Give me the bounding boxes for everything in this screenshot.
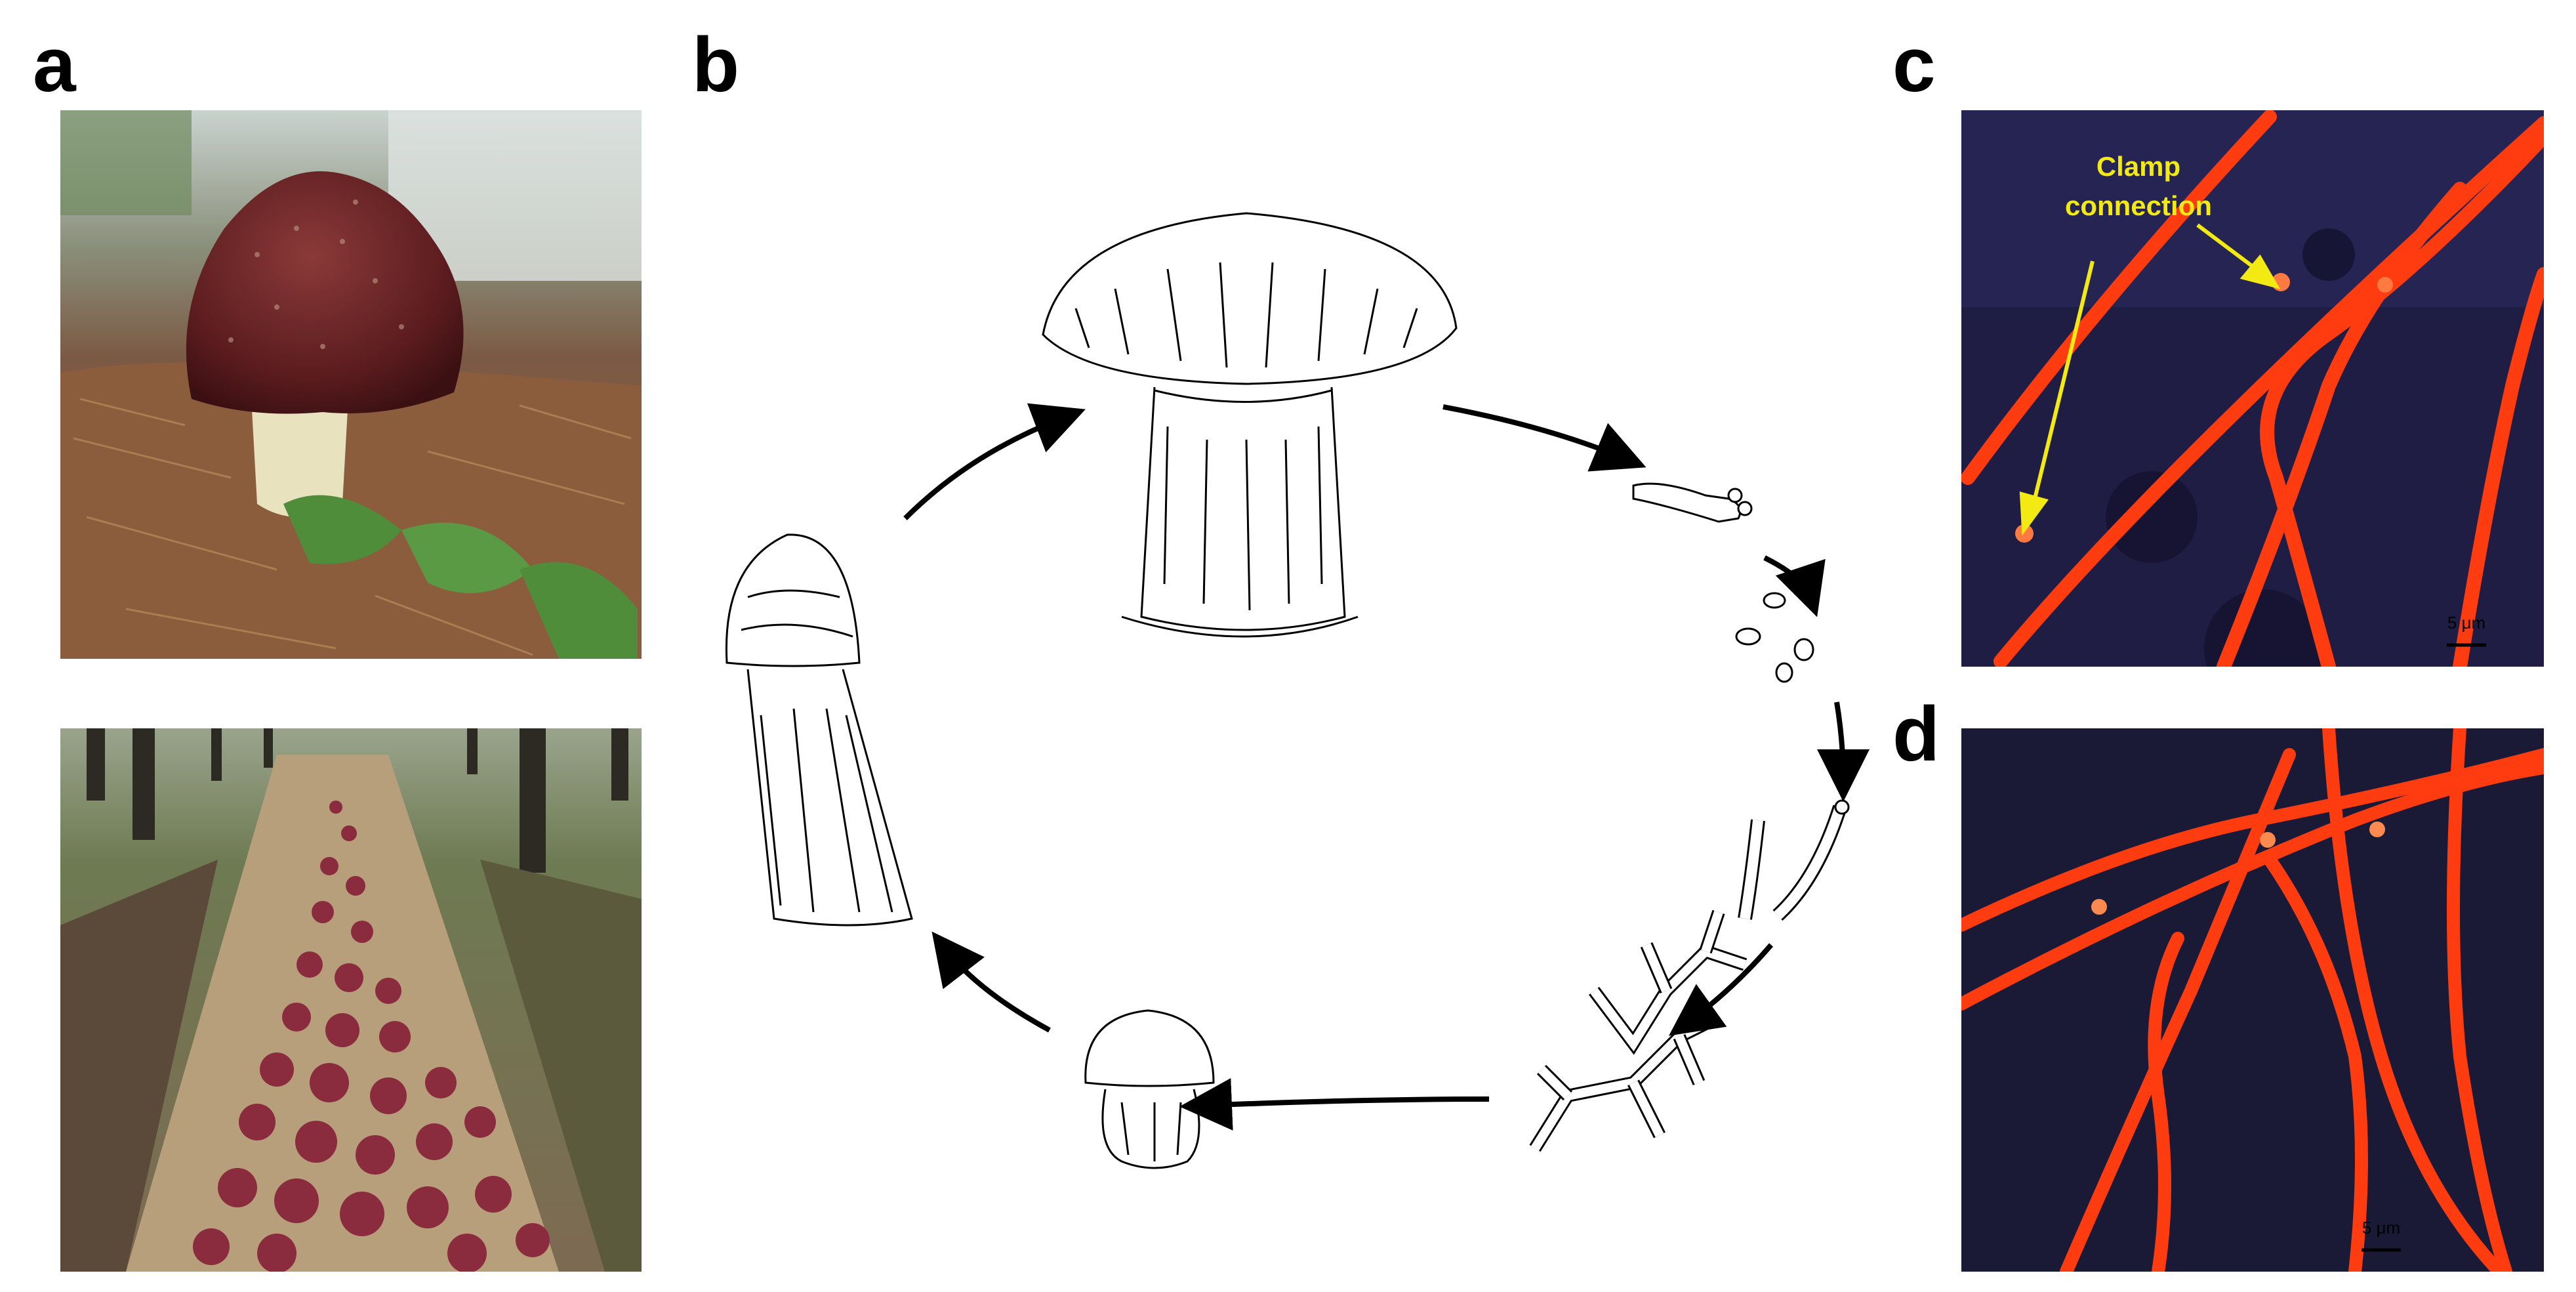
germinating-spores-drawing <box>1738 799 1850 921</box>
panel-letter-a: a <box>33 22 76 108</box>
button-mushroom-drawing <box>1084 1009 1215 1169</box>
annotation-connection: connection <box>2065 190 2212 221</box>
panel-letter-d: d <box>1892 691 1940 778</box>
mycelium-drawing <box>1529 909 1748 1152</box>
elongated-mushroom-drawing <box>725 533 913 927</box>
panel-letter-b: b <box>692 22 740 108</box>
basidium-drawing <box>1632 482 1753 523</box>
life-cycle-diagram <box>725 212 1870 1169</box>
cycle-arrows <box>903 403 1870 1131</box>
panel-letter-c: c <box>1892 22 1936 108</box>
micrograph-hyphae: 5 μm <box>1961 728 2544 1272</box>
mature-mushroom-drawing <box>1042 212 1458 638</box>
scale-label-d: 5 μm <box>2362 1218 2400 1238</box>
scale-label-c: 5 μm <box>2447 613 2485 633</box>
spores-drawing <box>1735 592 1814 683</box>
annotation-clamp: Clamp <box>2096 151 2180 182</box>
photo-single-mushroom <box>60 110 642 659</box>
photo-mushroom-bed <box>60 728 642 1272</box>
micrograph-clamp-connection: Clamp connection 5 μm <box>1961 110 2544 667</box>
